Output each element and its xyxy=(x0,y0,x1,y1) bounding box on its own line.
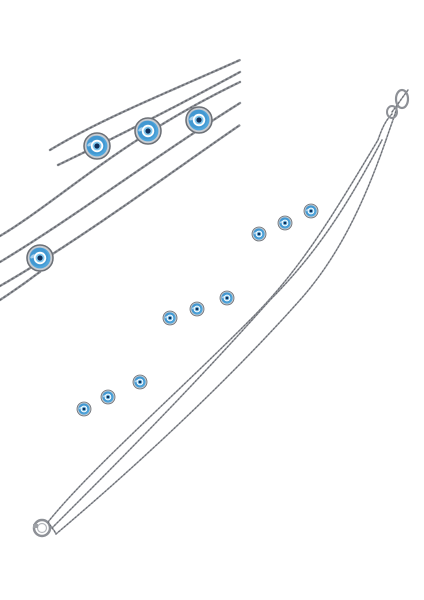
evil-eye-bead-icon xyxy=(189,301,205,317)
bead-eye-pupil xyxy=(82,407,86,411)
evil-eye-bead-icon xyxy=(219,290,235,306)
jump-ring-icon xyxy=(394,88,410,110)
bead-eye-pupil xyxy=(94,143,100,149)
bead-highlight xyxy=(134,379,138,383)
bead-eye-pupil xyxy=(37,255,43,261)
chain-link-shading xyxy=(47,139,379,523)
detail-inset xyxy=(0,58,242,302)
bead-highlight xyxy=(191,306,195,310)
bead-eye-pupil xyxy=(225,296,229,300)
evil-eye-bead-icon xyxy=(134,117,162,145)
chain-link-shading xyxy=(0,124,241,287)
bead-highlight xyxy=(78,406,82,410)
chain-link-shading xyxy=(0,271,41,301)
bead-highlight xyxy=(189,116,195,121)
bead-eye-pupil xyxy=(257,232,261,236)
bead-eye-pupil xyxy=(309,209,313,213)
chain-link-shading xyxy=(0,81,241,237)
bracelet-main xyxy=(32,88,410,538)
chain-link-shading xyxy=(57,71,241,166)
chain-link-shading xyxy=(0,102,241,263)
bead-highlight xyxy=(279,220,283,224)
evil-eye-bead-icon xyxy=(76,401,92,417)
chain-link-shading xyxy=(49,59,241,151)
bead-highlight xyxy=(102,394,106,398)
bead-eye-pupil xyxy=(145,128,151,134)
chain-link-shading xyxy=(385,103,399,141)
evil-eye-bead-icon xyxy=(100,389,116,405)
evil-eye-bead-icon xyxy=(251,226,267,242)
bead-highlight xyxy=(164,315,168,319)
evil-eye-bead-icon xyxy=(303,203,319,219)
evil-eye-bead-icon xyxy=(162,310,178,326)
bead-highlight xyxy=(30,254,36,259)
bead-highlight xyxy=(221,295,225,299)
bead-highlight xyxy=(138,127,144,132)
jump-ring-icon xyxy=(386,105,398,119)
chain-link-shading xyxy=(55,139,387,535)
spring-clasp-icon xyxy=(32,518,52,538)
evil-eye-bead-icon xyxy=(132,374,148,390)
evil-eye-bead-icon xyxy=(83,132,111,160)
bead-highlight xyxy=(87,142,93,147)
bead-eye-pupil xyxy=(283,221,287,225)
bead-eye-pupil xyxy=(195,307,199,311)
bead-highlight xyxy=(253,231,257,235)
evil-eye-bead-icon xyxy=(277,215,293,231)
bead-eye-pupil xyxy=(168,316,172,320)
bead-eye-pupil xyxy=(138,380,142,384)
chain-link-shading xyxy=(51,139,383,529)
evil-eye-bead-icon xyxy=(185,106,213,134)
bead-eye-pupil xyxy=(196,117,202,123)
chain-link-shading xyxy=(47,521,57,535)
evil-eye-bead-icon xyxy=(26,244,54,272)
main-chain-strand xyxy=(377,113,393,141)
bead-highlight xyxy=(305,208,309,212)
bead-eye-pupil xyxy=(106,395,110,399)
